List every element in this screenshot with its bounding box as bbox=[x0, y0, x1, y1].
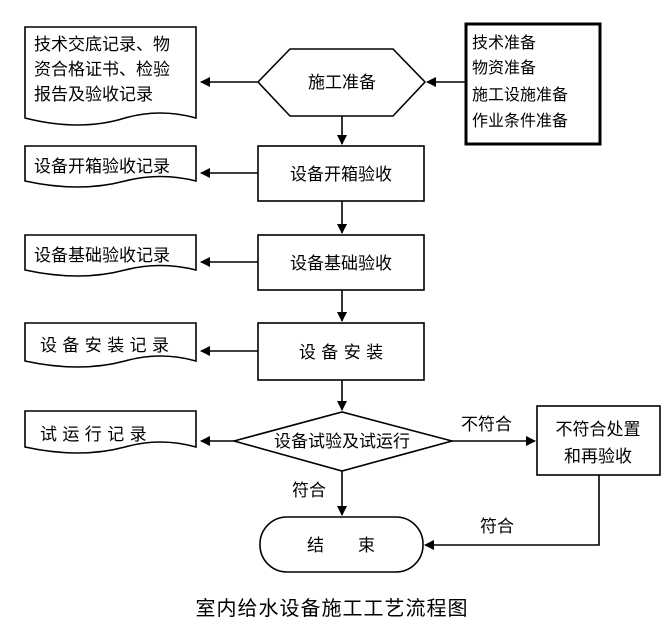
node-nonconform-line-1: 不符合处置 bbox=[556, 420, 641, 440]
node-foundation-label: 设备基础验收 bbox=[290, 254, 392, 274]
doc-unpack-record-label: 设备开箱验收记录 bbox=[34, 157, 170, 177]
doc-trial-record bbox=[24, 410, 197, 454]
doc-trial-record-label: 试 运 行 记 录 bbox=[40, 425, 147, 445]
prep-item-4: 作业条件准备 bbox=[472, 111, 568, 130]
node-install-label: 设 备 安 装 bbox=[299, 343, 383, 363]
node-prep-label: 施工准备 bbox=[308, 73, 376, 93]
prep-item-3: 施工设施准备 bbox=[472, 85, 568, 104]
doc-install-record bbox=[24, 322, 197, 368]
doc-prep-records-line-2: 资合格证书、检验 bbox=[34, 60, 170, 80]
edge-label-pass-down: 符合 bbox=[292, 481, 326, 501]
node-end-label: 结 束 bbox=[307, 536, 375, 556]
diagram-caption: 室内给水设备施工工艺流程图 bbox=[196, 596, 469, 620]
node-prep-shape bbox=[256, 48, 427, 117]
doc-foundation-record-label: 设备基础验收记录 bbox=[34, 246, 170, 266]
doc-unpack-record bbox=[24, 145, 197, 188]
node-nonconform-line-2: 和再验收 bbox=[564, 447, 632, 467]
node-unpack-label: 设备开箱验收 bbox=[290, 165, 392, 185]
node-end-shape bbox=[259, 516, 424, 573]
edge-label-pass-back: 符合 bbox=[480, 517, 514, 537]
doc-prep-records bbox=[24, 26, 197, 126]
prep-items-box bbox=[464, 22, 602, 146]
node-trial-label: 设备试验及试运行 bbox=[274, 432, 410, 452]
doc-prep-records-line-3: 报告及验收记录 bbox=[34, 85, 153, 105]
doc-foundation-record bbox=[24, 234, 197, 277]
doc-install-record-label: 设 备 安 装 记 录 bbox=[40, 336, 169, 356]
edge-label-fail: 不符合 bbox=[461, 415, 512, 435]
doc-prep-records-line-1: 技术交底记录、物 bbox=[34, 35, 170, 55]
prep-item-2: 物资准备 bbox=[472, 58, 536, 77]
prep-item-1: 技术准备 bbox=[472, 33, 536, 52]
arrow-nonconform-to-end bbox=[424, 475, 600, 550]
